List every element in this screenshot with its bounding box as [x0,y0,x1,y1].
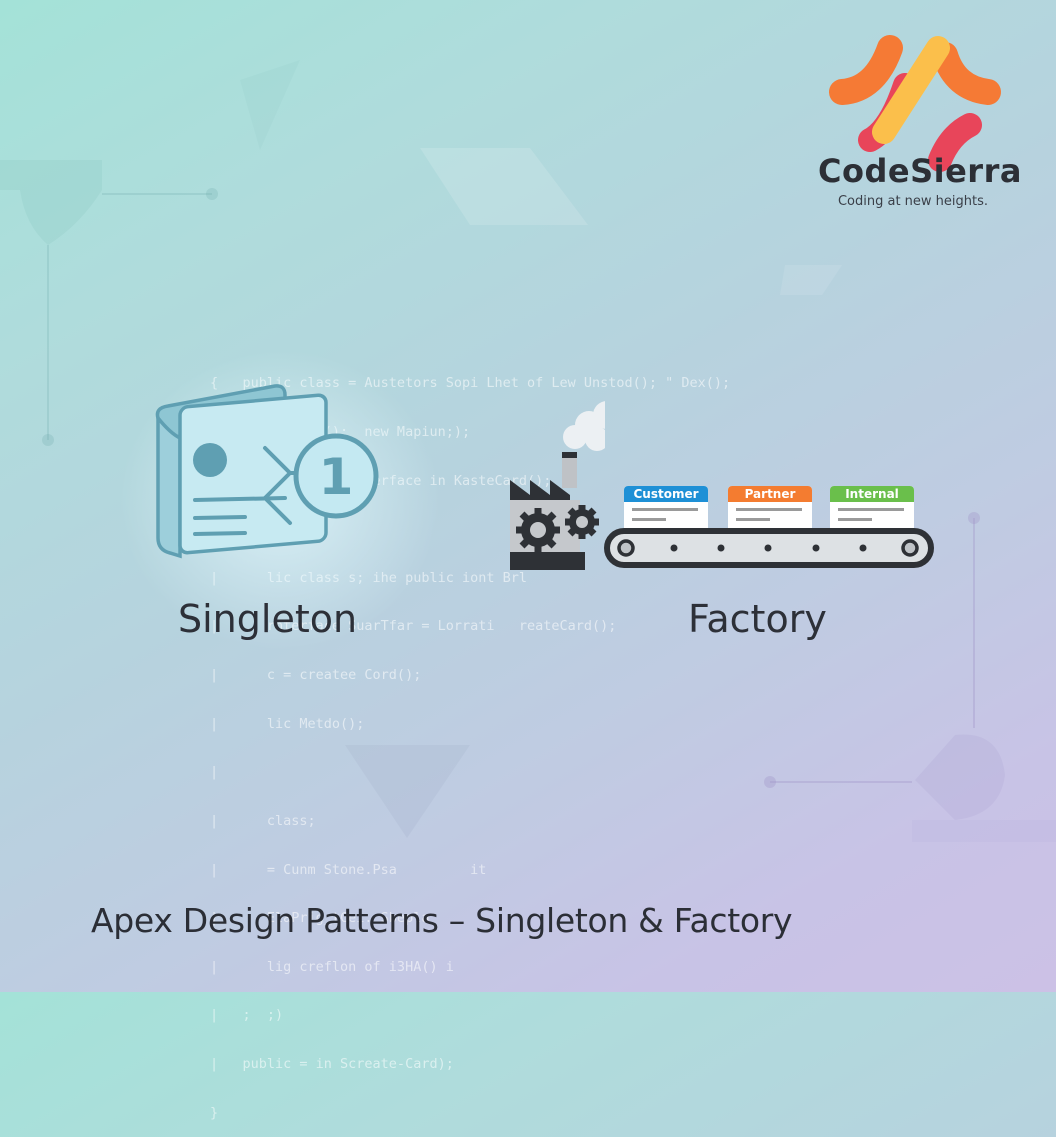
code-line: | ElaPrig_tCei. Sbepla [210,910,430,927]
code-line: | = Cunm Stone.Psa it [210,861,487,878]
factory-card-internal: Internal [830,486,914,530]
code-line: | class; [210,812,316,829]
code-line: | lig creflon of i3HA() i [210,958,454,975]
factory-label: Factory [688,597,827,641]
code-line: | public = in Screate-Card); [210,1055,454,1072]
page-title: Apex Design Patterns – Singleton & Facto… [91,901,793,940]
factory-card-partner: Partner [728,486,812,530]
singleton-label: Singleton [178,597,358,641]
singleton-card-icon: 1 [155,384,379,559]
card-label: Customer [624,486,708,502]
codesierra-logo-icon [829,35,1001,172]
brand-tagline: Coding at new heights. [837,194,989,209]
code-line: | c = createe Cord(); [210,667,422,684]
code-line: | [210,764,219,781]
factory-card-customer: Customer [624,486,708,530]
code-line: | ; ;) [210,1007,284,1024]
factory-icon [510,401,605,570]
conveyor-belt-icon [604,528,934,568]
singleton-badge-number: 1 [319,448,354,506]
brand-name: CodeSierra [818,152,1022,190]
code-line: | lic Metdo(); [210,715,365,732]
card-label: Internal [830,486,914,502]
background-decoration [0,60,1056,842]
card-label: Partner [728,486,812,502]
code-line: } [210,1104,219,1121]
